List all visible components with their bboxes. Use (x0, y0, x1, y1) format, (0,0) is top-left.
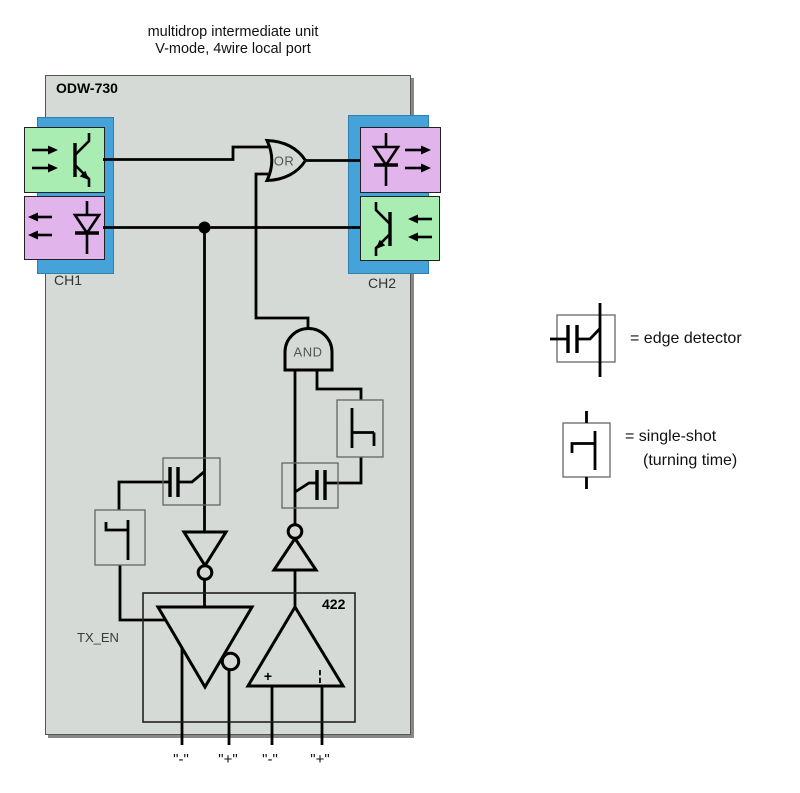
led-transmitter-icon (28, 201, 102, 254)
receiver-minus-sign: ¦ (318, 667, 322, 683)
ch2-transmitter-cell (360, 127, 441, 193)
pulse-glyph (570, 431, 597, 470)
phototransistor-receiver-icon (32, 133, 91, 187)
ch2-label: CH2 (368, 275, 397, 291)
diagram-title: multidrop intermediate unit V-mode, 4wir… (47, 24, 419, 58)
legend-edge-detector-symbol (550, 303, 616, 377)
legend-single-shot-text-line1: = single-shot (625, 428, 717, 445)
tx-enable-label: TX_EN (77, 630, 119, 645)
and-gate-label: AND (293, 344, 323, 360)
ch2-receiver-cell (360, 196, 440, 261)
capacitor-icon (566, 325, 579, 353)
diagram-title-line1: multidrop intermediate unit (147, 24, 319, 40)
or-gate-label: OR (273, 153, 295, 168)
led-transmitter-icon (371, 133, 431, 186)
422-label: 422 (322, 596, 346, 612)
legend-single-shot-symbol (562, 411, 611, 489)
unit-name-label: ODW-730 (56, 80, 118, 96)
legend-single-shot-text-line2: (turning time) (643, 452, 738, 469)
legend-edge-detector-text: = edge detector (630, 330, 742, 347)
phototransistor-receiver-icon (374, 202, 432, 256)
terminal-label-plus-1: "+" (218, 751, 238, 768)
receiver-plus-sign: + (263, 668, 273, 684)
ch1-receiver-cell (24, 127, 105, 193)
ch1-label: CH1 (54, 272, 83, 288)
terminal-label-minus-1: "-" (173, 751, 189, 768)
ch1-transmitter-cell (24, 196, 105, 260)
diagram-title-line2: V-mode, 4wire local port (155, 41, 311, 57)
terminal-label-minus-2: "-" (262, 751, 278, 768)
terminal-label-plus-2: "+" (310, 751, 330, 768)
